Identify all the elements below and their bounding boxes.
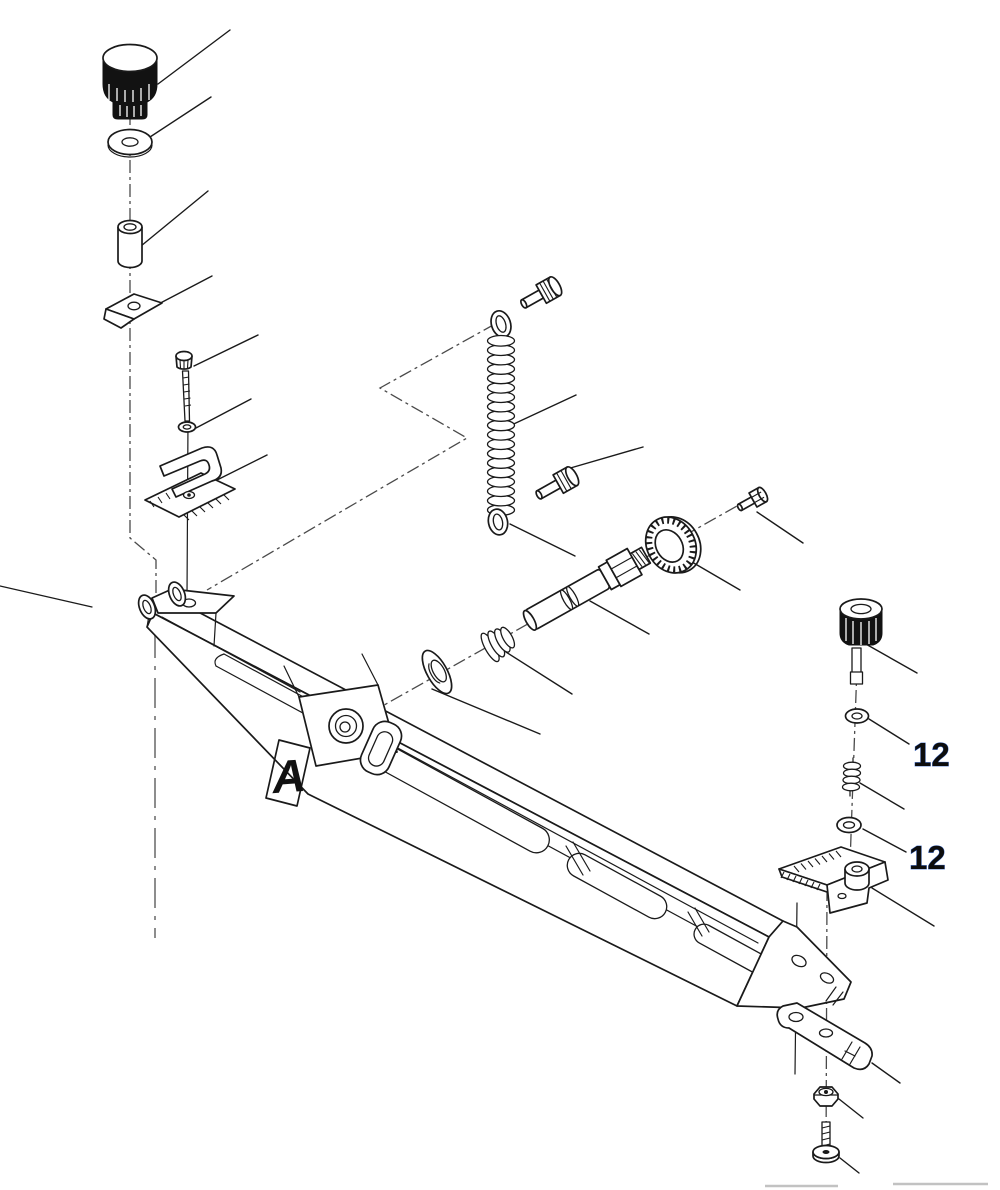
leader-lines	[0, 29, 935, 1174]
coil-spring-small	[841, 757, 862, 797]
boom-arm	[137, 581, 852, 1009]
conical-spring	[480, 626, 516, 663]
link-plate	[776, 1002, 873, 1071]
clip-nut-plate	[103, 293, 163, 329]
tension-spring	[486, 309, 516, 536]
small-lock-washer	[177, 421, 197, 433]
pivot-shaft-bolt	[522, 546, 652, 631]
page-border-fragments	[765, 1182, 988, 1188]
spacer-sleeve	[117, 219, 143, 269]
machine-screw	[175, 350, 193, 422]
hex-screw	[736, 486, 769, 512]
pivot-lug	[359, 720, 403, 776]
callout-12-lower: 12	[909, 839, 946, 876]
pan-head-screw	[812, 1121, 840, 1164]
view-marker-label: A	[269, 749, 307, 803]
flat-washer	[107, 128, 153, 158]
knurled-knob-large	[102, 43, 158, 120]
adjuster-knob	[839, 598, 883, 685]
pivot-washer	[421, 649, 453, 695]
shoulder-pin-upper	[520, 275, 563, 309]
u-clip-plate	[144, 446, 236, 521]
callout-12-upper: 12	[913, 736, 950, 773]
hex-nut	[813, 1086, 839, 1107]
anchor-bracket	[778, 846, 889, 914]
washer-lower	[836, 816, 862, 834]
knurled-ring-nut	[644, 516, 702, 574]
washer-upper	[844, 708, 870, 724]
view-marker: A	[265, 739, 311, 807]
shoulder-pin-lower	[535, 465, 580, 500]
